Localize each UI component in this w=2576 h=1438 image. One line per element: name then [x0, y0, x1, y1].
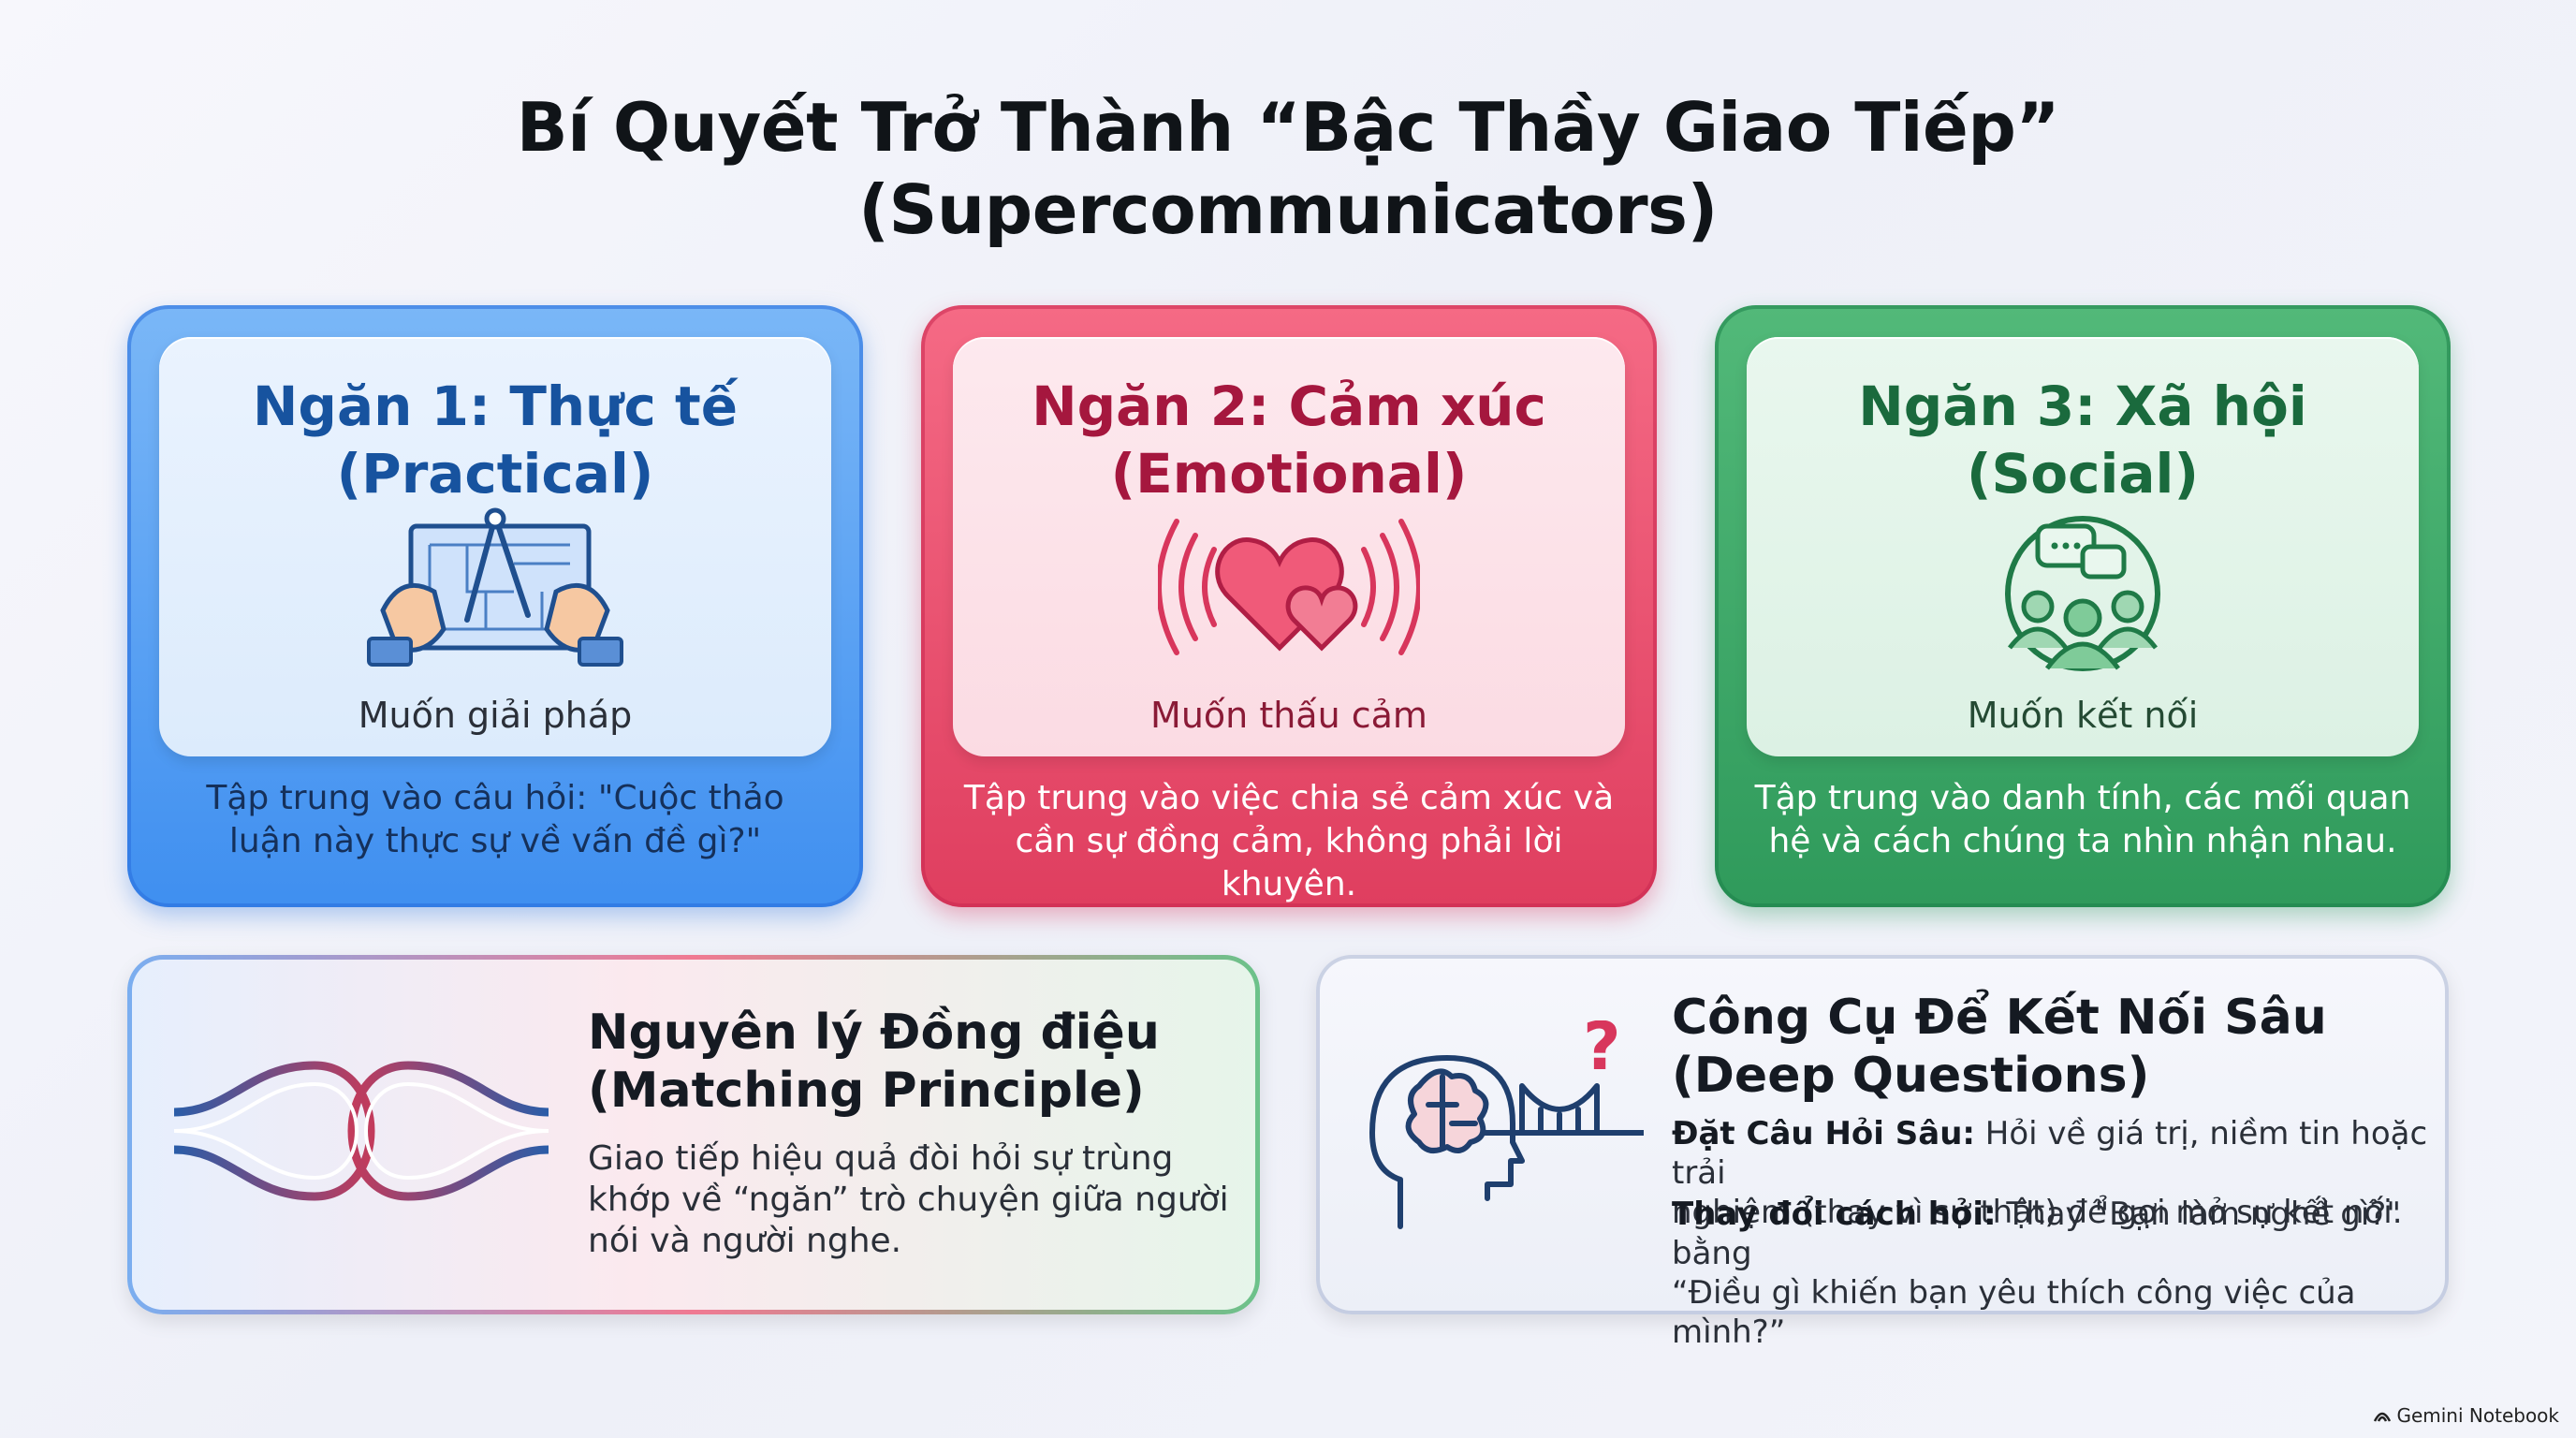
card-emotional-subtitle: Muốn thấu cảm [1150, 695, 1427, 736]
tip-1-label: Đặt Câu Hỏi Sâu: [1672, 1115, 1975, 1152]
footer-label: Gemini Notebook [2396, 1404, 2559, 1427]
tip-2-label: Thay đổi cách hỏi: [1672, 1196, 1997, 1233]
card-practical-panel: Ngăn 1: Thực tế (Practical) Muốn giải ph… [159, 337, 831, 756]
card-social-heading: Ngăn 3: Xã hội (Social) [1747, 373, 2419, 507]
card-practical-desc-line-1: Tập trung vào câu hỏi: "Cuộc thảo [206, 779, 784, 817]
tip-2-text-line-1: Thay "Bạn làm nghề gì?" bằng [1672, 1196, 2401, 1272]
deep-heading-line-1: Công Cụ Để Kết Nối Sâu [1672, 990, 2327, 1046]
hearts-icon [1156, 507, 1422, 670]
title-line-2: (Supercommunicators) [858, 170, 1718, 249]
card-practical-heading: Ngăn 1: Thực tế (Practical) [159, 373, 831, 507]
card-matching-principle: Nguyên lý Đồng điệu (Matching Principle)… [127, 955, 1260, 1314]
card-social-subtitle: Muốn kết nối [1967, 695, 2199, 736]
deep-heading-line-2: (Deep Questions) [1672, 1048, 2150, 1104]
footer-brand: Gemini Notebook [2374, 1404, 2559, 1427]
card-practical-desc-line-2: luận này thực sự về vấn đề gì?" [228, 822, 762, 860]
matching-description: Giao tiếp hiệu quả đòi hỏi sự trùng khớp… [588, 1138, 1243, 1262]
matching-desc-line-2: khớp về “ngăn” trò chuyện giữa người [588, 1181, 1229, 1219]
card-emotional-heading: Ngăn 2: Cảm xúc (Emotional) [953, 373, 1625, 507]
card-social-panel: Ngăn 3: Xã hội (Social) Muốn kết nối [1747, 337, 2419, 756]
card-emotional-description: Tập trung vào việc chia sẻ cảm xúc và cầ… [959, 777, 1619, 906]
tip-2-text-line-2: “Điều gì khiến bạn yêu thích công việc c… [1672, 1274, 2356, 1351]
card-practical-heading-line-1: Ngăn 1: Thực tế [252, 374, 739, 438]
tip-1-text-line-2: nghiệm (thay vì sự thật) để gợi mở sự kế… [1672, 1194, 2403, 1231]
matching-desc-line-1: Giao tiếp hiệu quả đòi hỏi sự trùng [588, 1139, 1174, 1178]
svg-text:?: ? [1583, 1020, 1621, 1085]
matching-desc-line-3: nói và người nghe. [588, 1222, 902, 1260]
card-social-heading-line-1: Ngăn 3: Xã hội [1858, 374, 2307, 438]
notebook-logo-icon [2374, 1412, 2392, 1422]
card-practical-heading-line-2: (Practical) [336, 442, 654, 506]
card-deep-questions: ? Công Cụ Để Kết Nối Sâu (Deep Questions… [1316, 955, 2449, 1351]
tip-1-text-line-1: Hỏi về giá trị, niềm tin hoặc trải [1672, 1115, 2428, 1192]
card-practical-subtitle: Muốn giải pháp [358, 695, 633, 736]
people-chat-icon [1989, 507, 2176, 680]
card-social-desc-line-2: hệ và cách chúng ta nhìn nhận nhau. [1768, 822, 2397, 860]
matching-heading-line-1: Nguyên lý Đồng điệu [588, 1005, 1160, 1061]
deep-question-tip-1: Đặt Câu Hỏi Sâu: Hỏi về giá trị, niềm ti… [1672, 1114, 2430, 1232]
card-social: Ngăn 3: Xã hội (Social) Muốn kết nối Tập… [1715, 305, 2451, 907]
card-social-description: Tập trung vào danh tính, các mối quan hệ… [1752, 777, 2413, 863]
title-line-1: Bí Quyết Trở Thành “Bậc Thầy Giao Tiếp” [516, 88, 2060, 167]
card-social-desc-line-1: Tập trung vào danh tính, các mối quan [1754, 779, 2411, 817]
matching-heading-line-2: (Matching Principle) [588, 1063, 1145, 1119]
intertwined-loops-icon [173, 1037, 549, 1228]
card-practical: Ngăn 1: Thực tế (Practical) Muốn giải ph… [127, 305, 863, 907]
card-practical-description: Tập trung vào câu hỏi: "Cuộc thảo luận n… [165, 777, 826, 863]
deep-question-tip-2: Thay đổi cách hỏi: Thay "Bạn làm nghề gì… [1672, 1195, 2430, 1352]
page-title: Bí Quyết Trở Thành “Bậc Thầy Giao Tiếp” … [0, 86, 2576, 251]
blueprint-compass-icon [355, 507, 636, 680]
card-emotional-desc-line-2: cần sự đồng cảm, không phải lời khuyên. [1015, 822, 1563, 903]
card-emotional: Ngăn 2: Cảm xúc (Emotional) Muốn thấu cả… [921, 305, 1657, 907]
matching-heading: Nguyên lý Đồng điệu (Matching Principle) [588, 1004, 1160, 1120]
card-emotional-heading-line-1: Ngăn 2: Cảm xúc [1032, 374, 1546, 438]
card-social-heading-line-2: (Social) [1967, 442, 2199, 506]
card-emotional-panel: Ngăn 2: Cảm xúc (Emotional) Muốn thấu cả… [953, 337, 1625, 756]
deep-questions-heading: Công Cụ Để Kết Nối Sâu (Deep Questions) [1672, 989, 2327, 1105]
brain-bridge-question-icon: ? [1363, 1008, 1647, 1240]
card-emotional-heading-line-2: (Emotional) [1110, 442, 1468, 506]
card-emotional-desc-line-1: Tập trung vào việc chia sẻ cảm xúc và [963, 779, 1615, 817]
